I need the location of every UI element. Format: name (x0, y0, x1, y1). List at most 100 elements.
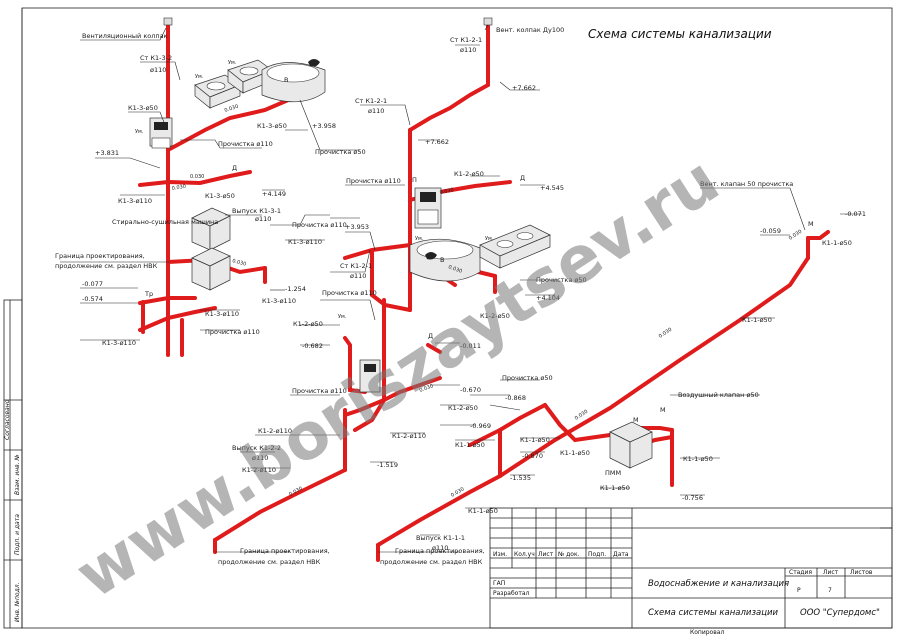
label-diameter: ø110 (350, 272, 366, 280)
label-pipe: К1-1-ø50 (742, 316, 772, 324)
side-stamp: Согласовано Взам. инв. № Подп. и дата Ин… (3, 299, 23, 629)
label-riser: Ст К1-2-1 (340, 262, 372, 270)
label-riser: Ст К1-2-1 (355, 97, 387, 105)
label-pipe: К1-1-ø50 (455, 441, 485, 449)
slope-label: 0.030 (658, 327, 673, 340)
label-pipe: К1-2-ø110 (392, 432, 426, 440)
label-outlet: Выпуск К1-2-2 (232, 444, 281, 452)
tb-sheet: 7 (828, 587, 832, 594)
label-elevation: -0.756 (682, 494, 703, 502)
label-elevation: -1.254 (285, 285, 306, 293)
label-elevation: -0.969 (470, 422, 491, 430)
slope-label: 0.030 (439, 187, 454, 196)
label-boundary: Граница проектирования, (240, 547, 330, 555)
washbasin-icon (479, 224, 551, 269)
label-boundary: продолжение см. раздел НВК (55, 262, 158, 270)
label-un: Ум. (195, 74, 204, 80)
label-cleanout: Прочистка ø110 (292, 387, 347, 395)
slope-label: 0.030 (419, 383, 435, 394)
label-cleanout: Прочистка ø50 (315, 148, 366, 156)
tb-header-list: Лист (538, 551, 554, 558)
label-pipe: К1-3-ø50 (128, 104, 158, 112)
label-elevation: -0.077 (82, 280, 103, 288)
label-outlet: Выпуск К1-1-1 (416, 534, 465, 542)
label-elevation: -0.011 (460, 342, 481, 350)
toilet-installation-icon (149, 117, 173, 149)
label-vent-valve: Вент. клапан 50 прочистка (700, 180, 793, 188)
labels: Вентиляционный колпак Ст К1-3-2 ø110 Ум.… (55, 26, 866, 566)
toilet-installation-icon (414, 187, 442, 229)
label-air-valve: Воздушный клапан ø50 (678, 391, 759, 399)
stamp-sign-date: Подп. и дата (14, 514, 21, 555)
label-pmm: ПММ (605, 469, 621, 477)
label-pipe: К1-3-ø110 (262, 297, 296, 305)
label-elevation: -0.868 (505, 394, 526, 402)
label-elevation: -0.682 (302, 342, 323, 350)
branch-k1-3-110-low (138, 296, 197, 305)
label-elevation: -0.670 (460, 386, 481, 394)
label-cleanout: Прочистка ø50 (502, 374, 553, 382)
outlet-k1-1-1 (376, 256, 810, 547)
label-pipe: К1-3-ø110 (102, 339, 136, 347)
tb-company: ООО "Супердомс" (800, 608, 880, 618)
label-pipe: К1-2-ø50 (480, 312, 510, 320)
label-v: В (440, 256, 444, 264)
label-elevation: +3.831 (95, 149, 119, 157)
tb-sheet-name: Схема системы канализации (648, 608, 778, 618)
label-pipe: К1-1-ø50 (468, 507, 498, 515)
label-elevation: +4.149 (262, 190, 286, 198)
label-boundary: продолжение см. раздел НВК (380, 558, 483, 566)
label-elevation: +4.104 (536, 294, 560, 302)
label-cleanout: Прочистка ø110 (218, 140, 273, 148)
tb-header-doc: № док. (558, 551, 580, 558)
label-m: М (808, 220, 814, 228)
tb-section: Водоснабжение и канализация (648, 579, 789, 589)
label-riser: Ст К1-3-2 (140, 54, 172, 62)
title-block: Изм. Кол.уч Лист № док. Подп. Дата ГАП Р… (489, 507, 893, 636)
label-cleanout: Прочистка ø110 (322, 289, 377, 297)
label-cleanout: Прочистка ø50 (536, 276, 587, 284)
label-diameter: ø110 (255, 215, 271, 223)
label-pipe: К1-3-ø50 (205, 192, 235, 200)
label-diameter: ø110 (432, 544, 448, 552)
slope-label: 0.030 (224, 104, 239, 114)
label-boundary: Граница проектирования, (55, 252, 145, 260)
label-elevation: +7.662 (425, 138, 449, 146)
label-elevation: +7.662 (512, 84, 536, 92)
label-elevation: -0.059 (760, 227, 781, 235)
leader-lines (60, 24, 862, 553)
label-elevation: -0.071 (845, 210, 866, 218)
outlet-k1-2-2 (213, 468, 347, 542)
bathtub-icon (409, 238, 481, 282)
label-diameter: ø110 (252, 454, 268, 462)
label-pipe: К1-3-ø50 (257, 122, 287, 130)
stamp-inv-sub: Взам. инв. № (14, 454, 21, 495)
tb-header-sign: Подп. (588, 551, 606, 558)
label-d: Д (232, 164, 237, 172)
label-m: М (633, 416, 639, 424)
label-riser: Ст К1-2-1 (450, 36, 482, 44)
label-washer: Стирально-сушильная машина (112, 218, 218, 226)
label-elevation: +3.953 (345, 223, 369, 231)
label-un: Ум. (485, 236, 494, 242)
slope-label: 0.030 (788, 229, 803, 242)
slope-label: 0.030 (231, 258, 246, 268)
label-elevation: -1.535 (510, 474, 531, 482)
label-pipe: К1-2-ø110 (242, 466, 276, 474)
label-elevation: +3.958 (312, 122, 336, 130)
label-pipe: К1-1-ø50 (600, 484, 630, 492)
label-un: Ум. (415, 236, 424, 242)
dishwasher-icon (609, 421, 653, 469)
label-pipe: К1-1-ø50 (560, 449, 590, 457)
bathtub-icon (261, 59, 326, 103)
tb-sheet-header: Лист (823, 569, 839, 576)
label-v: В (284, 76, 288, 84)
branch-k1-3-50-top (166, 93, 302, 152)
label-cleanout: Прочистка ø110 (205, 328, 260, 336)
stamp-inv-orig: Инв. №подл. (14, 582, 21, 622)
tb-copied: Копировал (690, 629, 724, 636)
label-elevation: -0.870 (522, 452, 543, 460)
label-pipe: К1-1-ø50 (683, 455, 713, 463)
label-diameter: ø110 (368, 107, 384, 115)
